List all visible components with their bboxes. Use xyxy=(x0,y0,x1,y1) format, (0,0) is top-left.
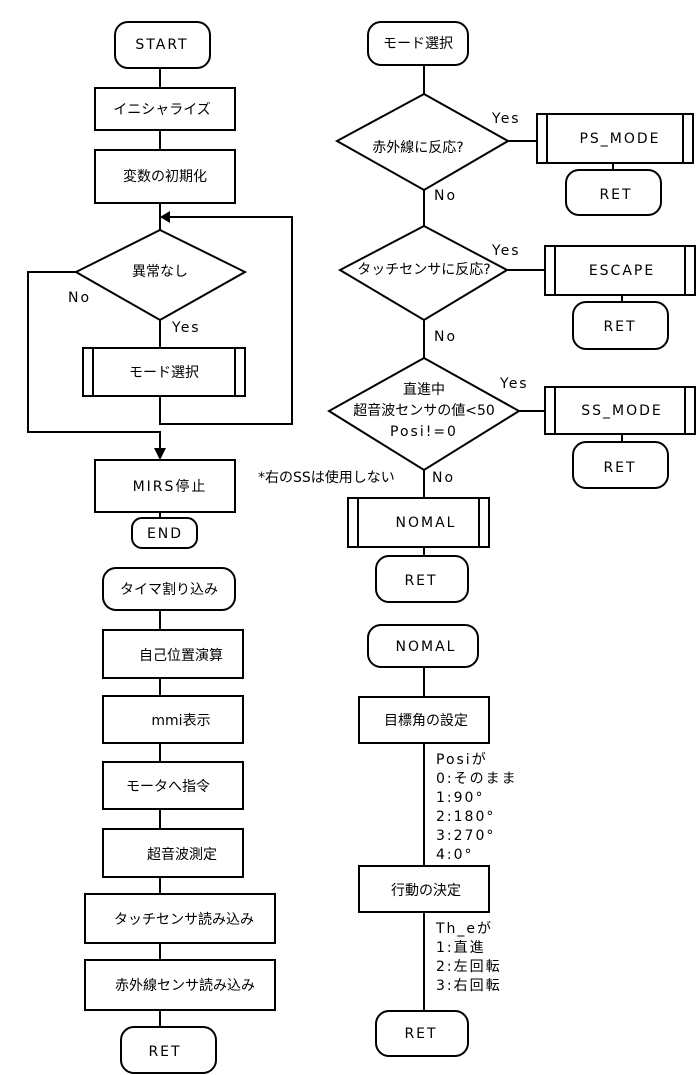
escape-ret-terminal: RET xyxy=(572,301,669,350)
mode-select-subroutine: モード選択 xyxy=(82,347,246,397)
ir-reaction-decision: 赤外線に反応? xyxy=(334,92,511,192)
target-angle-process: 目標角の設定 xyxy=(358,696,490,744)
decision-line: Posi!=0 xyxy=(390,424,458,440)
posi-annotation-line: 1:90° xyxy=(436,790,484,806)
main-flowchart: START イニシャライズ 変数の初期化 異常なし No Yes モード選択 M… xyxy=(27,21,293,549)
timer-interrupt-terminal: タイマ割り込み xyxy=(102,567,236,611)
mode-select-ret-terminal: RET xyxy=(375,555,469,603)
timer-step-label: モータへ指令 xyxy=(126,779,210,795)
start-label: START xyxy=(135,37,188,53)
timer-step-label: 自己位置演算 xyxy=(139,648,223,664)
ret-label: RET xyxy=(404,1026,437,1042)
decision-line: 直進中 xyxy=(403,381,445,398)
decision-line: 超音波センサの値<50 xyxy=(353,402,495,419)
error-check-decision: 異常なし xyxy=(73,228,248,322)
posi-annotation: Posiが 0:そのまま 1:90° 2:180° 3:270° 4:0° xyxy=(436,752,518,863)
variable-init-process: 変数の初期化 xyxy=(94,149,236,204)
nomal-flowchart: NOMAL 目標角の設定 Posiが 0:そのまま 1:90° 2:180° 3… xyxy=(358,624,518,1057)
ss-mode-ret-terminal: RET xyxy=(572,441,669,489)
posi-annotation-line: 0:そのまま xyxy=(436,771,518,787)
ir-reaction-no-label: No xyxy=(434,188,457,204)
ir-reaction-label: 赤外線に反応? xyxy=(372,140,463,156)
straight-ultrasonic-yes-label: Yes xyxy=(499,376,529,392)
mode-select-label: モード選択 xyxy=(129,365,199,381)
th-e-annotation-line: 3:右回転 xyxy=(436,978,502,994)
mode-select-flowchart: モード選択 赤外線に反応? Yes No PS_MODE RET タッチセンサに… xyxy=(258,21,696,603)
nomal-ret-terminal: RET xyxy=(375,1010,469,1057)
timer-step-mmi-display: mmi表示 xyxy=(102,695,244,744)
nomal-subroutine: NOMAL xyxy=(347,497,490,548)
mirs-stop-label: MIRS停止 xyxy=(133,478,208,495)
nomal-start-label: NOMAL xyxy=(396,639,457,655)
ss-unused-note: *右のSSは使用しない xyxy=(258,469,395,486)
initialize-label: イニシャライズ xyxy=(113,102,211,118)
touch-reaction-label: タッチセンサに反応? xyxy=(357,262,490,278)
variable-init-label: 変数の初期化 xyxy=(123,168,207,185)
timer-step-ultrasonic: 超音波測定 xyxy=(102,828,244,878)
error-check-yes-label: Yes xyxy=(171,320,201,336)
ss-mode-label: SS_MODE xyxy=(581,403,663,419)
nomal-start-terminal: NOMAL xyxy=(367,624,479,668)
posi-annotation-line: Posiが xyxy=(436,752,488,768)
timer-step-motor-command: モータへ指令 xyxy=(102,761,244,810)
mirs-stop-process: MIRS停止 xyxy=(94,459,236,513)
touch-reaction-decision: タッチセンサに反応? xyxy=(337,224,510,322)
posi-annotation-line: 3:270° xyxy=(436,828,495,844)
touch-reaction-no-label: No xyxy=(434,329,457,345)
th-e-annotation-line: Th_eが xyxy=(435,921,493,937)
action-decide-process: 行動の決定 xyxy=(358,865,490,913)
timer-ret-terminal: RET xyxy=(120,1026,217,1074)
mode-select-terminal: モード選択 xyxy=(367,21,469,66)
timer-step-label: mmi表示 xyxy=(151,713,210,729)
th-e-annotation-line: 1:直進 xyxy=(436,939,486,956)
ret-label: RET xyxy=(599,187,632,203)
timer-step-label: 赤外線センサ読み込み xyxy=(115,977,255,994)
initialize-process: イニシャライズ xyxy=(94,87,236,131)
timer-flowchart: タイマ割り込み 自己位置演算 mmi表示 モータへ指令 超音波測定 タッチセンサ… xyxy=(84,567,276,1074)
escape-label: ESCAPE xyxy=(589,263,655,279)
straight-ultrasonic-no-label: No xyxy=(432,470,455,486)
end-label: END xyxy=(147,526,183,542)
timer-step-label: 超音波測定 xyxy=(147,846,217,863)
th-e-annotation-line: 2:左回転 xyxy=(436,959,502,975)
escape-subroutine: ESCAPE xyxy=(544,245,696,296)
posi-annotation-line: 2:180° xyxy=(436,809,495,825)
end-terminal: END xyxy=(131,517,198,549)
timer-step-self-position: 自己位置演算 xyxy=(102,629,244,679)
action-decide-label: 行動の決定 xyxy=(391,883,461,899)
timer-step-ir-sensor: 赤外線センサ読み込み xyxy=(84,959,276,1011)
posi-annotation-line: 4:0° xyxy=(436,847,474,863)
th-e-annotation: Th_eが 1:直進 2:左回転 3:右回転 xyxy=(435,921,502,994)
timer-step-label: タッチセンサ読み込み xyxy=(114,911,254,928)
error-check-label: 異常なし xyxy=(132,264,188,280)
timer-interrupt-label: タイマ割り込み xyxy=(120,581,218,598)
ret-label: RET xyxy=(603,319,636,335)
timer-ret-label: RET xyxy=(148,1044,181,1060)
ret-label: RET xyxy=(603,460,636,476)
ps-mode-label: PS_MODE xyxy=(579,131,660,147)
error-check-no-label: No xyxy=(68,290,91,306)
ps-mode-ret-terminal: RET xyxy=(565,169,662,216)
start-terminal: START xyxy=(114,21,211,69)
timer-step-touch-sensor: タッチセンサ読み込み xyxy=(84,893,276,944)
ir-reaction-yes-label: Yes xyxy=(491,111,521,127)
straight-ultrasonic-decision: 直進中 超音波センサの値<50 Posi!=0 xyxy=(327,356,521,472)
nomal-call-label: NOMAL xyxy=(396,515,457,531)
ss-mode-subroutine: SS_MODE xyxy=(544,386,696,435)
ps-mode-subroutine: PS_MODE xyxy=(536,113,694,164)
target-angle-label: 目標角の設定 xyxy=(384,713,468,729)
mode-select-start-label: モード選択 xyxy=(383,36,453,52)
ret-label: RET xyxy=(404,573,437,589)
touch-reaction-yes-label: Yes xyxy=(491,243,521,259)
